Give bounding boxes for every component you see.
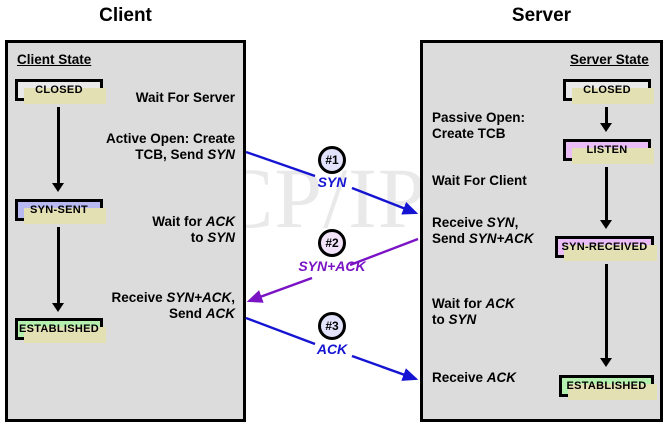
server-state-listen: LISTEN: [563, 139, 654, 164]
message-3-label: ACK: [316, 341, 348, 357]
box-shadow: [564, 245, 657, 261]
server-arrow-closed-to-listen-line: [605, 107, 608, 125]
client-state-closed-label: CLOSED: [35, 84, 83, 96]
client-note-active-open: Active Open: Create TCB, Send SYN: [105, 131, 235, 162]
message-1-number: #1: [325, 153, 339, 167]
server-state-heading: Server State: [570, 52, 649, 67]
client-arrow-synsent-to-established-head: [52, 303, 64, 312]
box-shadow: [24, 88, 106, 104]
client-state-syn-sent-label: SYN-SENT: [29, 204, 89, 216]
server-note-receive-ack: Receive ACK: [432, 370, 517, 385]
client-note-receive-synack: Receive SYN+ACK, Send ACK: [111, 290, 235, 321]
server-state-listen-label: LISTEN: [586, 144, 628, 156]
message-2-label: SYN+ACK: [298, 258, 366, 274]
server-arrow-closed-to-listen-head: [600, 123, 612, 132]
box-shadow: [568, 384, 657, 400]
server-state-syn-received-label: SYN-RECEIVED: [561, 241, 648, 253]
server-state-established: ESTABLISHED: [559, 375, 657, 400]
client-column-title: Client: [99, 5, 152, 26]
message-2-number: #2: [325, 236, 339, 250]
client-state-closed: CLOSED: [15, 79, 106, 104]
client-note-wait-for-server: Wait For Server: [135, 90, 235, 105]
message-2-number-badge: #2: [318, 229, 346, 257]
server-arrow-synrec-to-established-line: [605, 264, 608, 359]
server-note-wait-for-ack: Wait for ACK to SYN: [432, 296, 515, 327]
client-note-wait-for-ack: Wait for ACK to SYN: [152, 214, 235, 245]
server-arrow-listen-to-synrec-head: [600, 220, 612, 229]
message-2-arrow-left-segment: [246, 276, 313, 303]
message-3-arrow-right-segment: [351, 354, 419, 381]
client-state-established: ESTABLISHED: [15, 318, 106, 343]
client-arrow-synsent-to-established-line: [57, 227, 60, 305]
server-column-title: Server: [511, 5, 572, 26]
server-state-closed-label: CLOSED: [583, 84, 631, 96]
box-shadow: [24, 327, 106, 343]
message-3-number: #3: [325, 319, 339, 333]
box-shadow: [572, 88, 654, 104]
message-1-number-badge: #1: [318, 146, 346, 174]
server-arrow-listen-to-synrec-line: [605, 167, 608, 221]
server-note-receive-syn: Receive SYN, Send SYN+ACK: [432, 215, 534, 246]
message-3-number-badge: #3: [318, 312, 346, 340]
server-state-established-label: ESTABLISHED: [566, 380, 647, 392]
client-state-heading: Client State: [17, 52, 92, 67]
client-state-established-label: ESTABLISHED: [18, 323, 100, 335]
server-note-wait-for-client: Wait For Client: [432, 173, 527, 188]
client-arrow-closed-to-synsent-head: [52, 183, 64, 192]
server-state-syn-received: SYN-RECEIVED: [555, 236, 657, 261]
message-1-label: SYN: [317, 174, 347, 190]
server-state-closed: CLOSED: [563, 79, 654, 104]
server-arrow-synrec-to-established-head: [600, 358, 612, 367]
box-shadow: [24, 208, 106, 224]
client-arrow-closed-to-synsent-line: [57, 107, 60, 185]
box-shadow: [572, 148, 654, 164]
server-note-passive-open: Passive Open: Create TCB: [432, 110, 526, 141]
client-state-syn-sent: SYN-SENT: [15, 199, 106, 224]
